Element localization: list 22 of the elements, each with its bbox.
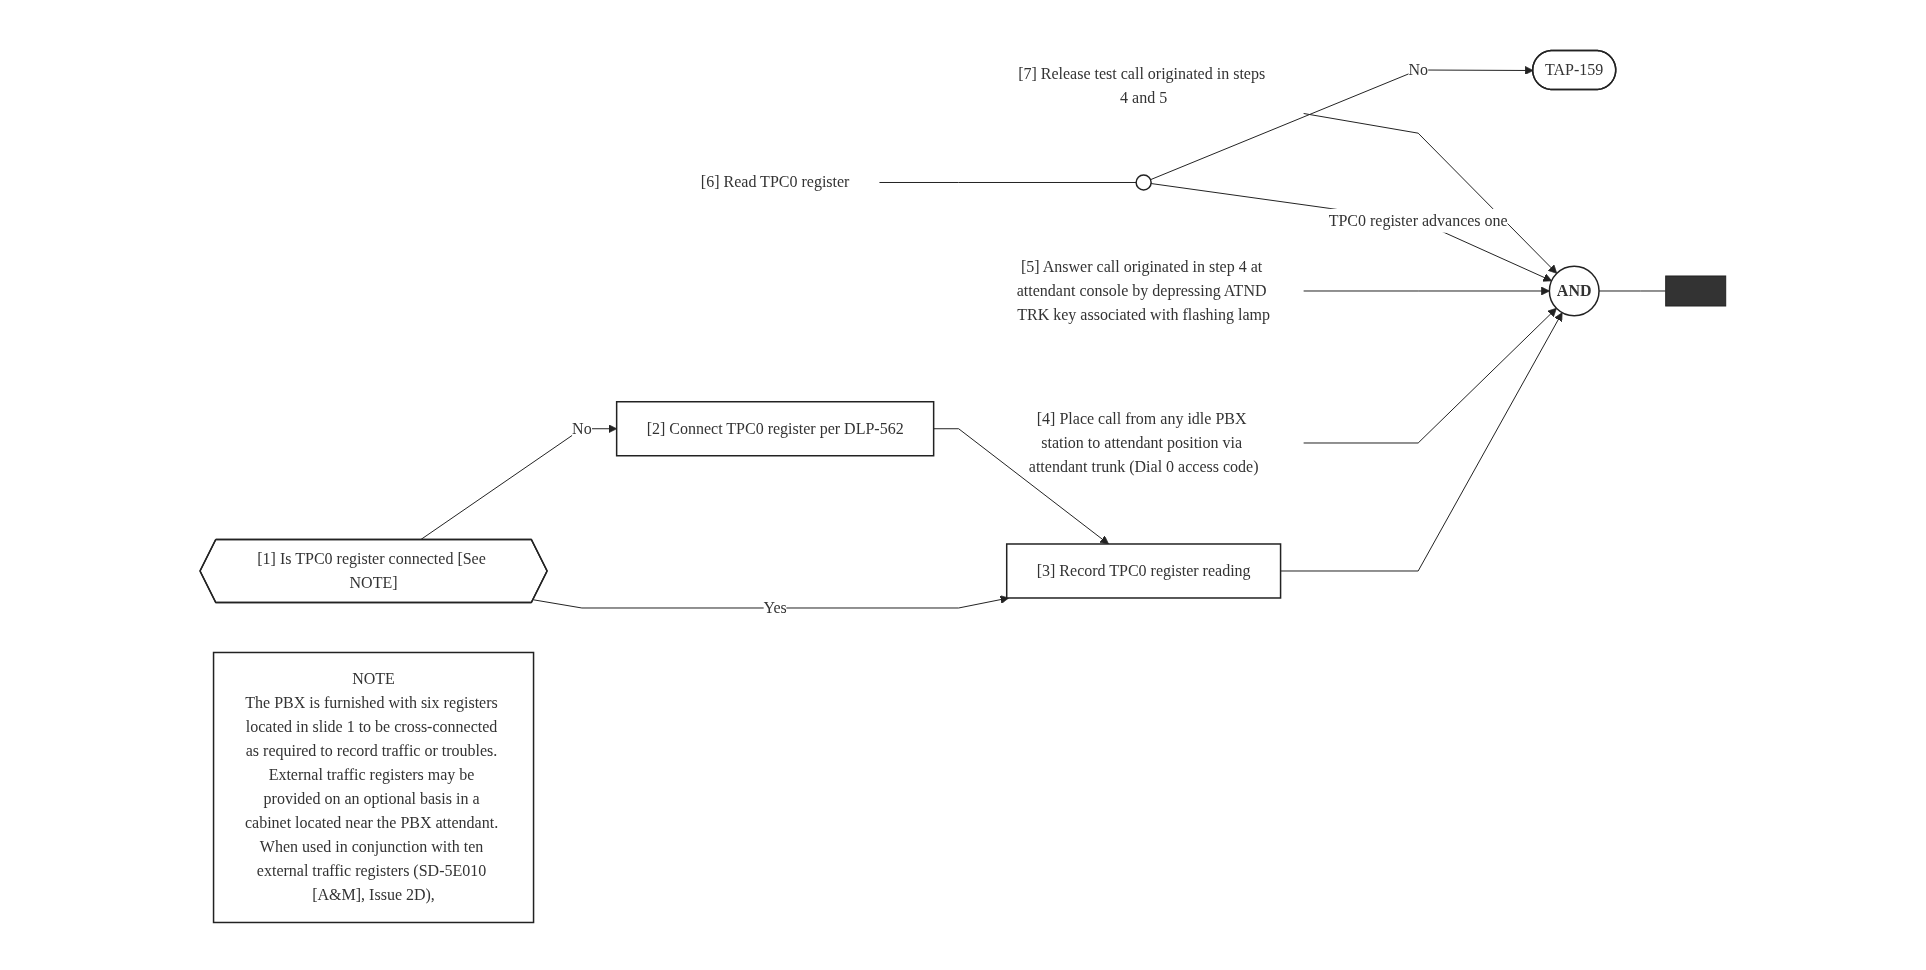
node-box: NOTE The PBX is furnished with six registers located in slide 1 to be cross-connected as required to record traffic or troubles. External traffic registers may be provided on an optional basis in a cabinet located near the PBX attendant. When used in conjunction with ten external traffic registers (SD-5E010 [A&M], Issue 2D), (212, 652, 535, 924)
arrow (1150, 183, 1553, 282)
node-text: [7] Release test call originated in steps 4 and 5 (1018, 65, 1266, 107)
edge-label: TPC0 register advances one (1328, 212, 1508, 229)
edge-label: No (572, 419, 592, 437)
connector (879, 182, 1137, 184)
node-text: [6] Read TPC0 register (701, 173, 850, 191)
edge-label: No (1408, 61, 1429, 79)
arrow (933, 428, 1110, 545)
arrow (1303, 286, 1550, 296)
node-bar (1665, 275, 1727, 307)
node-box: [2] Connect TPC0 register per DLP-562 (616, 401, 935, 457)
edge-label: Yes (763, 599, 787, 617)
node-box: [3] Record TPC0 register reading (1006, 543, 1282, 599)
arrow (533, 595, 1010, 609)
arrow (1280, 312, 1563, 572)
node-text: [4] Place call from any idle PBX station to attendant position via attendant trunk (Dial 0 access code) (1028, 410, 1259, 476)
node-text: [5] Answer call originated in step 4 at attendant console by depressing ATND TRK key associated with flashing lamp (1016, 258, 1271, 324)
arrow (1303, 113, 1558, 274)
node-circle (1135, 174, 1153, 191)
node-circle: AND (1548, 265, 1600, 317)
arrow (1303, 308, 1557, 444)
